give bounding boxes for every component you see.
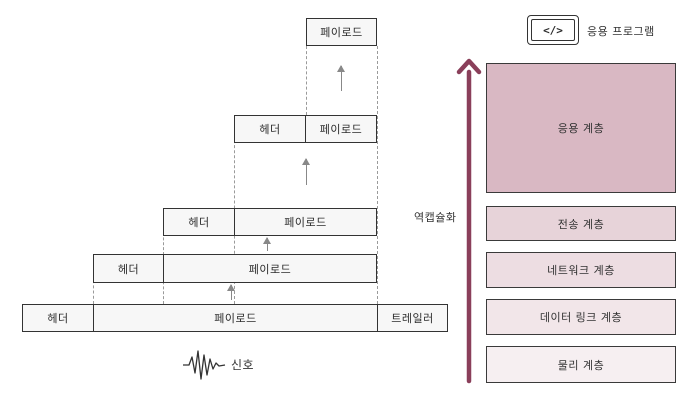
- link-header-box: 헤더: [93, 254, 164, 283]
- code-icon: </>: [527, 15, 579, 45]
- guide-line: [306, 46, 307, 115]
- link-payload-box: 페이로드: [163, 254, 377, 283]
- up-arrow-icon: [227, 284, 235, 300]
- up-arrow-icon: [337, 65, 345, 91]
- physical-layer: 물리 계층: [486, 346, 676, 383]
- app-program-label: 응용 프로그램: [587, 25, 655, 38]
- application-layer: 응용 계층: [486, 63, 676, 193]
- physical-header-box: 헤더: [22, 304, 94, 332]
- signal-label: 신호: [231, 358, 255, 372]
- transport-layer: 전송 계층: [486, 206, 676, 241]
- network-payload-box: 페이로드: [234, 208, 377, 236]
- transport-payload-box: 페이로드: [305, 115, 377, 143]
- physical-payload-box: 페이로드: [93, 304, 378, 332]
- network-header-box: 헤더: [163, 208, 235, 236]
- data-link-layer: 데이터 링크 계층: [486, 299, 676, 335]
- up-arrow-icon: [263, 237, 271, 251]
- up-arrow-icon: [302, 158, 310, 185]
- transport-header-box: 헤더: [234, 115, 306, 143]
- physical-trailer-box: 트레일러: [377, 304, 448, 332]
- signal-wave-icon: [183, 350, 226, 380]
- app-payload-box: 페이로드: [306, 18, 377, 46]
- big-up-arrow-icon: [456, 58, 482, 384]
- encapsulation-label: 역캡슐화: [414, 211, 457, 224]
- guide-line: [377, 46, 378, 304]
- network-layer: 네트워크 계층: [486, 252, 676, 288]
